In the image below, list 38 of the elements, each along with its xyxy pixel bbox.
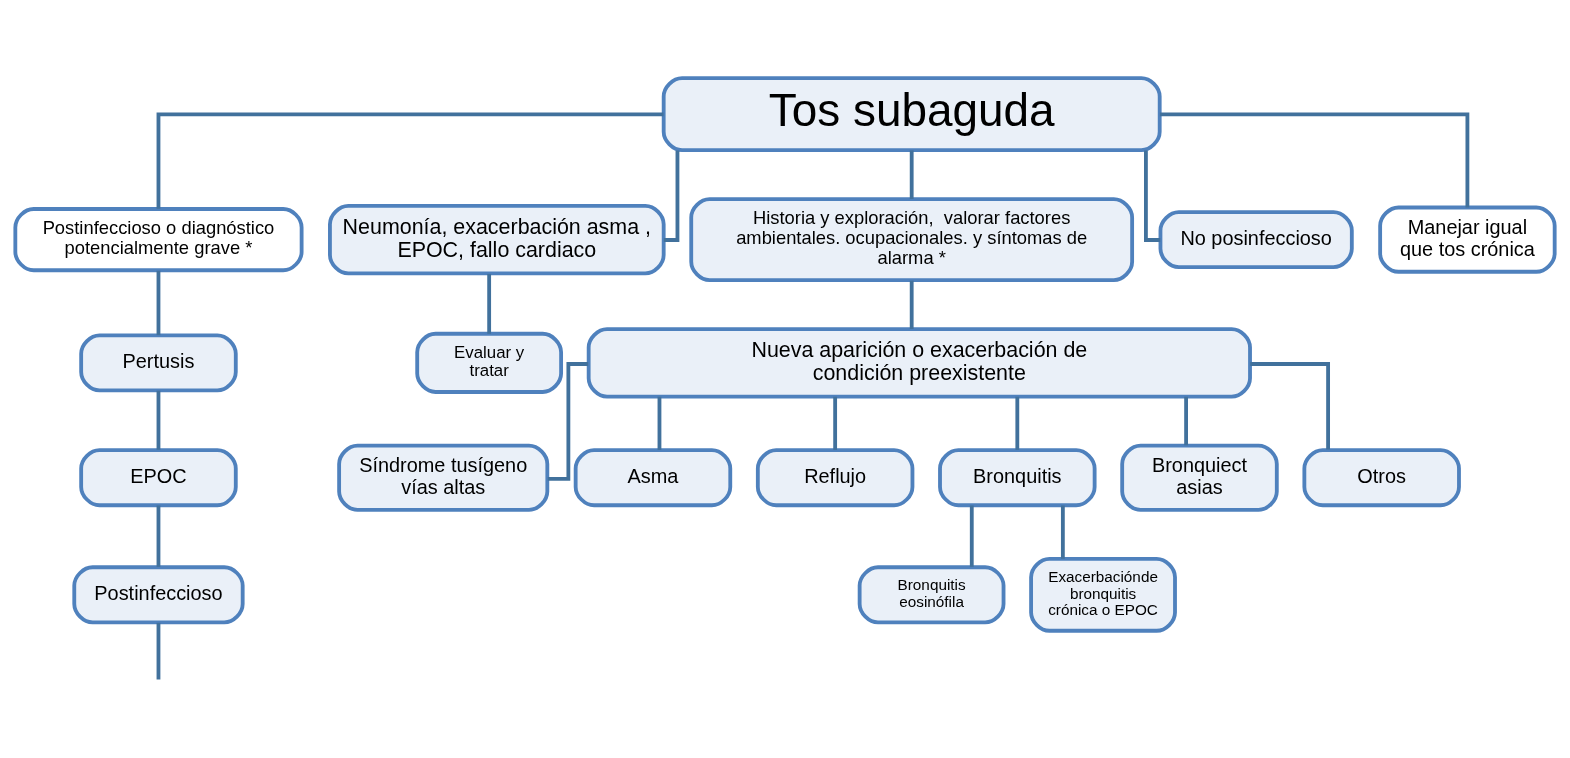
node-box: Reflujo bbox=[755, 447, 915, 507]
node-box: Nueva aparición o exacerbación de condición preexistente bbox=[586, 326, 1252, 398]
connector bbox=[547, 361, 589, 481]
connector bbox=[663, 150, 680, 242]
connector bbox=[1144, 150, 1161, 242]
connector bbox=[156, 112, 664, 209]
connector bbox=[156, 504, 161, 567]
connector bbox=[833, 396, 838, 450]
node-box: Postinfeccioso bbox=[72, 564, 245, 624]
connector bbox=[156, 390, 161, 450]
node-box: Bronquiect asias bbox=[1120, 443, 1279, 512]
node-box: Evaluar y tratar bbox=[415, 331, 563, 394]
connector bbox=[1184, 396, 1188, 445]
node-box: Otros bbox=[1302, 447, 1461, 507]
connector bbox=[156, 270, 161, 335]
node-box: Historia y exploración, valorar factores ambientales. ocupacionales. y síntomas de alarma * bbox=[689, 196, 1135, 282]
node-box: Exacerbaciónde bronquitis crónica o EPOC bbox=[1029, 556, 1177, 633]
connector bbox=[1015, 396, 1020, 450]
node-box: Tos subaguda bbox=[661, 75, 1162, 152]
node-box: Neumonía, exacerbación asma , EPOC, fallo cardiaco bbox=[328, 203, 666, 275]
node-box: No posinfeccioso bbox=[1158, 209, 1354, 269]
node-box: Asma bbox=[573, 447, 733, 507]
connector bbox=[487, 273, 492, 334]
connector bbox=[1060, 504, 1065, 559]
connector bbox=[156, 622, 161, 679]
connector bbox=[909, 149, 914, 199]
connector bbox=[909, 280, 914, 329]
connector bbox=[1159, 112, 1470, 207]
node-box: Bronquitis bbox=[938, 447, 1097, 507]
connector bbox=[969, 504, 974, 567]
connector bbox=[1250, 361, 1330, 450]
node-box: EPOC bbox=[79, 447, 238, 507]
node-box: Postinfeccioso o diagnóstico potencialmente grave * bbox=[13, 206, 304, 272]
node-box: Síndrome tusígeno vías altas bbox=[337, 443, 550, 512]
node-box: Manejar igual que tos crónica bbox=[1378, 205, 1557, 274]
node-box: Pertusis bbox=[79, 332, 238, 392]
connector bbox=[657, 396, 662, 450]
node-box: Bronquitis eosinófila bbox=[857, 564, 1006, 624]
